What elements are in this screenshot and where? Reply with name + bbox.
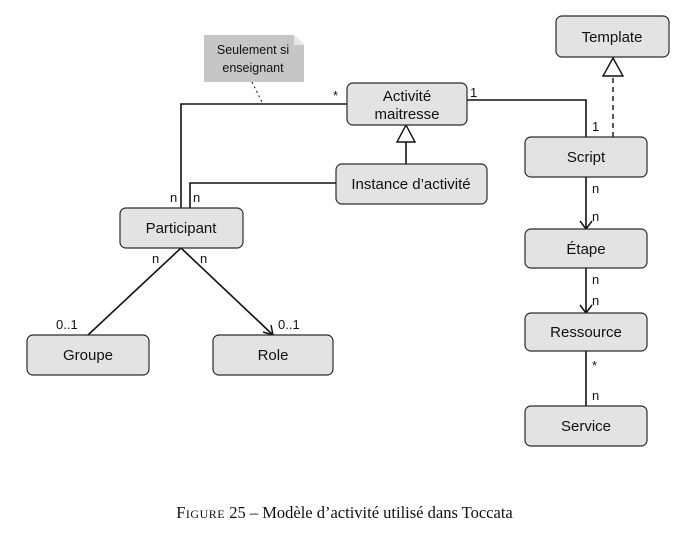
mult-groupe-0-1: 0..1 bbox=[56, 317, 78, 332]
class-template-label: Template bbox=[582, 29, 643, 46]
class-ressource bbox=[524, 312, 648, 352]
class-etape bbox=[524, 228, 648, 269]
realization-arrowhead bbox=[601, 56, 625, 77]
mult-ressource-n: n bbox=[592, 293, 599, 308]
association-activite-script bbox=[467, 99, 587, 137]
mult-activite-star: * bbox=[333, 88, 338, 103]
class-groupe bbox=[26, 334, 150, 376]
mult-participant-n-2: n bbox=[193, 190, 200, 205]
class-diagram: Seulement si enseignant Template Activit… bbox=[26, 15, 670, 447]
mult-script-1: 1 bbox=[592, 119, 599, 134]
inheritance-arrowhead bbox=[395, 123, 417, 143]
association-participant-groupe bbox=[87, 247, 182, 336]
class-instance-activite bbox=[335, 163, 488, 205]
mult-script-n: n bbox=[592, 181, 599, 196]
class-activite-maitresse bbox=[346, 82, 468, 126]
note-line-1: Seulement si bbox=[217, 43, 289, 57]
class-service bbox=[524, 405, 648, 447]
class-activite-maitresse-label-1: Activité bbox=[383, 88, 431, 105]
figure-caption: Figure 25 – Modèle d’activité utilisé da… bbox=[0, 503, 689, 523]
mult-etape-n-top: n bbox=[592, 209, 599, 224]
mult-participant-n-role: n bbox=[200, 251, 207, 266]
caption-number: 25 bbox=[229, 503, 246, 522]
mult-participant-n-groupe: n bbox=[152, 251, 159, 266]
class-groupe-label: Groupe bbox=[63, 347, 113, 364]
class-service-label: Service bbox=[561, 418, 611, 435]
note-line-2: enseignant bbox=[222, 61, 284, 75]
class-participant bbox=[119, 207, 244, 249]
class-ressource-label: Ressource bbox=[550, 324, 622, 341]
note bbox=[204, 35, 304, 82]
class-activite-maitresse-label-2: maitresse bbox=[374, 106, 439, 123]
class-template bbox=[555, 15, 670, 58]
class-participant-label: Participant bbox=[146, 220, 218, 237]
note-anchor-line bbox=[251, 81, 264, 105]
mult-ressource-star: * bbox=[592, 358, 597, 373]
caption-text: – Modèle d’activité utilisé dans Toccata bbox=[249, 503, 513, 522]
class-instance-activite-label: Instance d’activité bbox=[351, 176, 470, 193]
caption-figure-word: Figure bbox=[176, 503, 226, 522]
association-participant-activite bbox=[180, 103, 347, 208]
mult-participant-n-1: n bbox=[170, 190, 177, 205]
mult-etape-n-bottom: n bbox=[592, 272, 599, 287]
note-fold bbox=[294, 35, 304, 45]
class-role-label: Role bbox=[258, 347, 289, 364]
association-participant-role bbox=[180, 247, 274, 336]
class-script bbox=[524, 136, 648, 178]
mult-role-0-1: 0..1 bbox=[278, 317, 300, 332]
class-script-label: Script bbox=[567, 149, 606, 166]
mult-activite-1: 1 bbox=[470, 85, 477, 100]
mult-service-n: n bbox=[592, 388, 599, 403]
association-participant-instance bbox=[189, 182, 336, 208]
class-etape-label: Étape bbox=[566, 241, 605, 258]
class-role bbox=[212, 334, 334, 376]
